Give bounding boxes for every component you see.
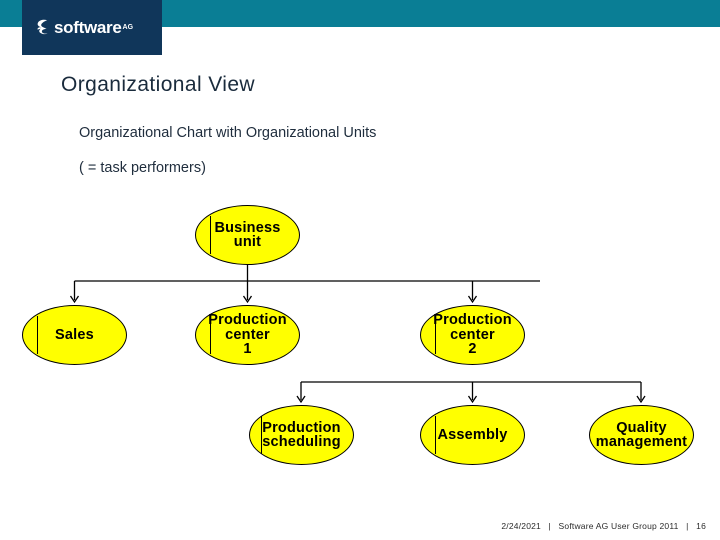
org-unit-marker-icon bbox=[261, 416, 263, 454]
software-ag-mark-icon bbox=[36, 19, 49, 36]
subtitle-line-1: Organizational Chart with Organizational… bbox=[79, 125, 377, 141]
logo-superscript: AG bbox=[122, 24, 134, 31]
org-node-assembly[interactable]: Assembly bbox=[420, 405, 525, 465]
subtitle-line-2: ( = task performers) bbox=[79, 160, 206, 176]
org-unit-marker-icon bbox=[435, 416, 437, 454]
footer-page-number: 16 bbox=[696, 521, 706, 531]
logo-wordmark: software bbox=[54, 18, 122, 37]
footer-separator-2: | bbox=[686, 521, 689, 531]
org-unit-marker-icon bbox=[37, 316, 39, 354]
footer-date: 2/24/2021 bbox=[501, 521, 541, 531]
page-title: Organizational View bbox=[61, 73, 255, 96]
footer-separator-1: | bbox=[548, 521, 551, 531]
slide-footer: 2/24/2021 | Software AG User Group 2011 … bbox=[501, 521, 706, 531]
org-node-sales[interactable]: Sales bbox=[22, 305, 127, 365]
org-unit-marker-icon bbox=[210, 316, 212, 354]
org-unit-marker-icon bbox=[210, 216, 212, 254]
org-node-label: Sales bbox=[55, 326, 94, 343]
org-node-label: Assembly bbox=[437, 426, 508, 443]
software-ag-logo: software AG bbox=[22, 0, 162, 55]
org-unit-marker-icon bbox=[435, 316, 437, 354]
footer-event: Software AG User Group 2011 bbox=[558, 521, 679, 531]
